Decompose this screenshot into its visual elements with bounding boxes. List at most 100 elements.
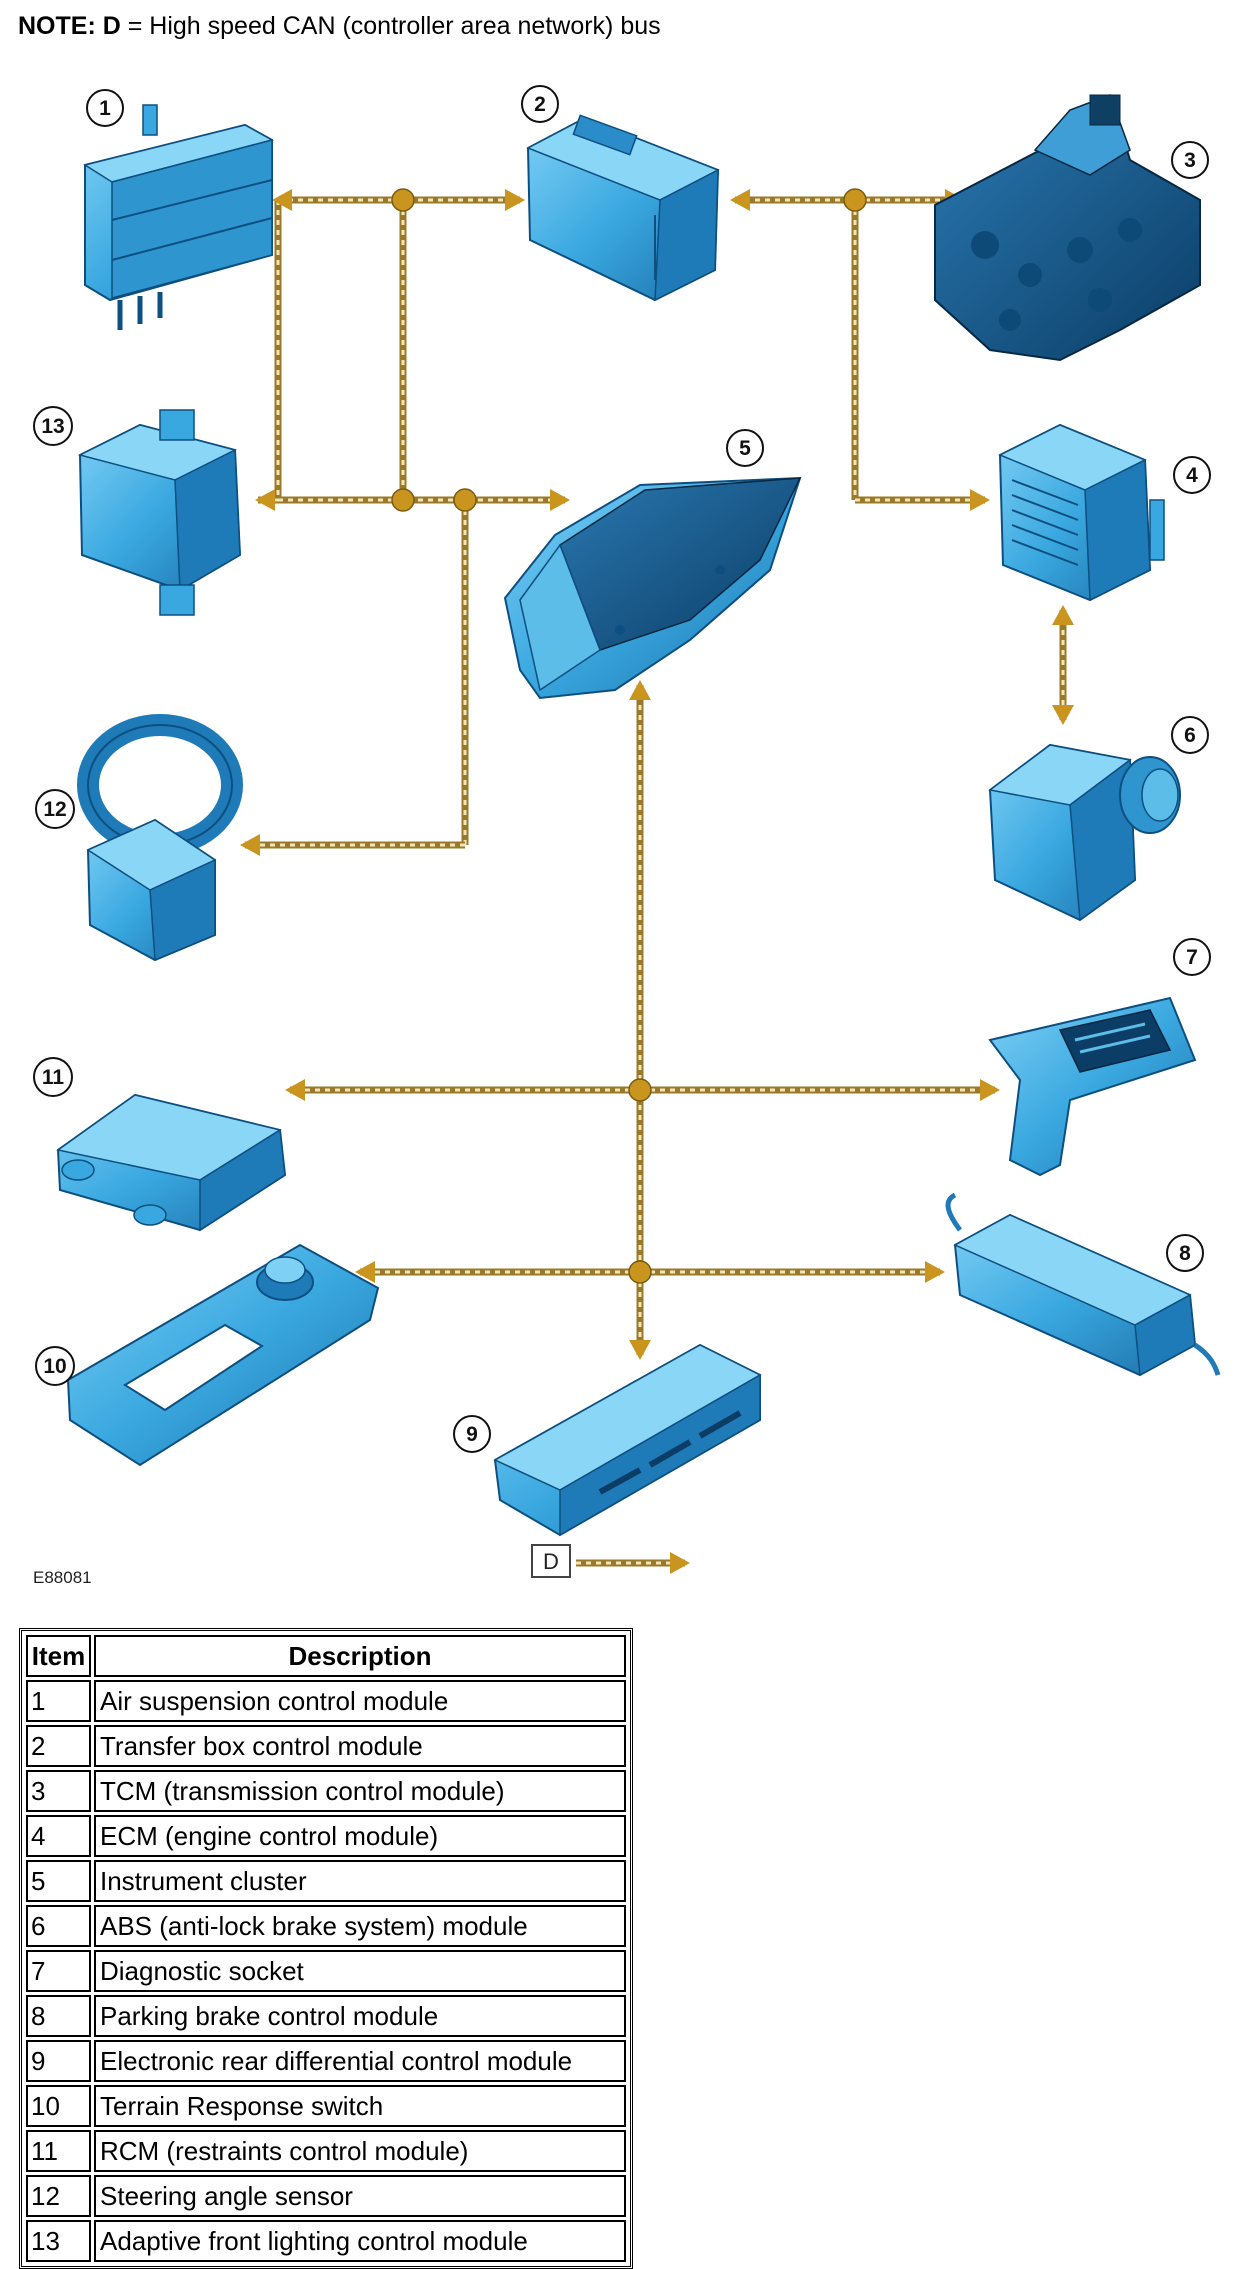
bus-junction-node (391, 188, 415, 212)
note-key: D (102, 12, 121, 40)
callout-13: 13 (33, 406, 73, 446)
callout-12: 12 (35, 789, 75, 829)
note-prefix: NOTE: (18, 12, 96, 40)
can-network-diagram: 1 2 3 4 5 6 7 8 9 10 11 12 13 D E88081 (33, 85, 1221, 1587)
callout-3: 3 (1171, 141, 1209, 179)
bus-arrow-right-icon (505, 189, 525, 211)
bus-key-label: D (543, 1549, 559, 1574)
legend-item-number: 8 (26, 1995, 91, 2037)
legend-item-description: Transfer box control module (94, 1725, 626, 1767)
callout-1: 1 (86, 89, 124, 127)
legend-item-number: 9 (26, 2040, 91, 2082)
bus-arrow-down-icon (1052, 705, 1074, 725)
callout-5-number: 5 (739, 437, 751, 460)
component-terrain-response-switch (66, 1243, 380, 1467)
callout-2: 2 (521, 85, 559, 123)
bus-junction-node (628, 1078, 652, 1102)
bus-junction-node (628, 1260, 652, 1284)
legend-item-description: Air suspension control module (94, 1680, 626, 1722)
legend-item-description: Instrument cluster (94, 1860, 626, 1902)
callout-3-number: 3 (1184, 149, 1196, 172)
callout-7: 7 (1173, 938, 1211, 976)
bus-arrow-left-icon (240, 834, 260, 856)
bus-junction-node (453, 488, 477, 512)
bus-arrow-left-icon (285, 1079, 305, 1101)
bus-arrow-down-icon (629, 1340, 651, 1360)
component-abs-module (988, 743, 1181, 922)
callout-13-number: 13 (41, 415, 64, 438)
legend-item-number: 5 (26, 1860, 91, 1902)
legend-item-number: 7 (26, 1950, 91, 1992)
callout-12-number: 12 (43, 798, 66, 821)
bus-arrow-left-icon (355, 1261, 375, 1283)
legend-item-description: TCM (transmission control module) (94, 1770, 626, 1812)
legend-item-number: 10 (26, 2085, 91, 2127)
callout-10-number: 10 (43, 1355, 66, 1378)
bus-arrow-right-icon (550, 489, 570, 511)
legend-item-description: Adaptive front lighting control module (94, 2220, 626, 2262)
callout-4: 4 (1173, 456, 1211, 494)
callout-1-number: 1 (99, 97, 111, 120)
component-diagnostic-socket (988, 996, 1197, 1177)
can-bus-arrows (240, 189, 1074, 1574)
component-restraints-control-module (56, 1093, 287, 1232)
callout-9: 9 (453, 1415, 491, 1453)
component-transmission-control-module (934, 94, 1201, 362)
legend-item-description: ABS (anti-lock brake system) module (94, 1905, 626, 1947)
bus-junction-node (843, 188, 867, 212)
component-parking-brake-module (945, 1192, 1221, 1377)
callout-2-number: 2 (534, 93, 546, 116)
legend-item-number: 4 (26, 1815, 91, 1857)
component-air-suspension-module (83, 104, 274, 330)
can-bus-junctions (391, 188, 867, 1284)
note-line: NOTE: D = High speed CAN (controller are… (18, 12, 661, 41)
legend-item-number: 13 (26, 2220, 91, 2262)
legend-header-item: Item (26, 1635, 91, 1677)
legend-header-description: Description (94, 1635, 626, 1677)
legend-item-description: Terrain Response switch (94, 2085, 626, 2127)
legend-item-number: 11 (26, 2130, 91, 2172)
legend-item-description: Parking brake control module (94, 1995, 626, 2037)
callout-8: 8 (1166, 1234, 1204, 1272)
bus-arrow-left-icon (730, 189, 750, 211)
legend-item-description: ECM (engine control module) (94, 1815, 626, 1857)
component-rear-differential-module (493, 1343, 762, 1537)
callout-11: 11 (33, 1057, 73, 1097)
legend-header-row: Item Description (26, 1635, 626, 1677)
legend-item-description: Steering angle sensor (94, 2175, 626, 2217)
legend-item-number: 12 (26, 2175, 91, 2217)
note-text: = High speed CAN (controller area networ… (120, 12, 661, 40)
callout-9-number: 9 (466, 1423, 478, 1446)
callout-10: 10 (35, 1346, 75, 1386)
bus-arrow-left-icon (272, 189, 292, 211)
component-engine-control-module (998, 423, 1165, 602)
component-transfer-box-module (526, 114, 720, 302)
callout-8-number: 8 (1179, 1242, 1191, 1265)
component-adaptive-lighting-module (77, 409, 242, 616)
component-steering-angle-sensor (77, 714, 243, 962)
legend-item-number: 3 (26, 1770, 91, 1812)
bus-arrow-up-icon (629, 680, 651, 700)
bus-key: D (531, 1544, 571, 1578)
callout-11-number: 11 (42, 1066, 65, 1089)
bus-arrow-right-icon (980, 1079, 1000, 1101)
legend-item-description: RCM (restraints control module) (94, 2130, 626, 2172)
bus-arrow-left-icon (255, 489, 275, 511)
bus-arrow-up-icon (1052, 605, 1074, 625)
callout-5: 5 (726, 429, 764, 467)
callout-6: 6 (1171, 716, 1209, 754)
figure-id: E88081 (33, 1568, 92, 1587)
bus-junction-node (391, 488, 415, 512)
bus-arrow-right-icon (670, 1552, 690, 1574)
callout-7-number: 7 (1186, 946, 1198, 969)
